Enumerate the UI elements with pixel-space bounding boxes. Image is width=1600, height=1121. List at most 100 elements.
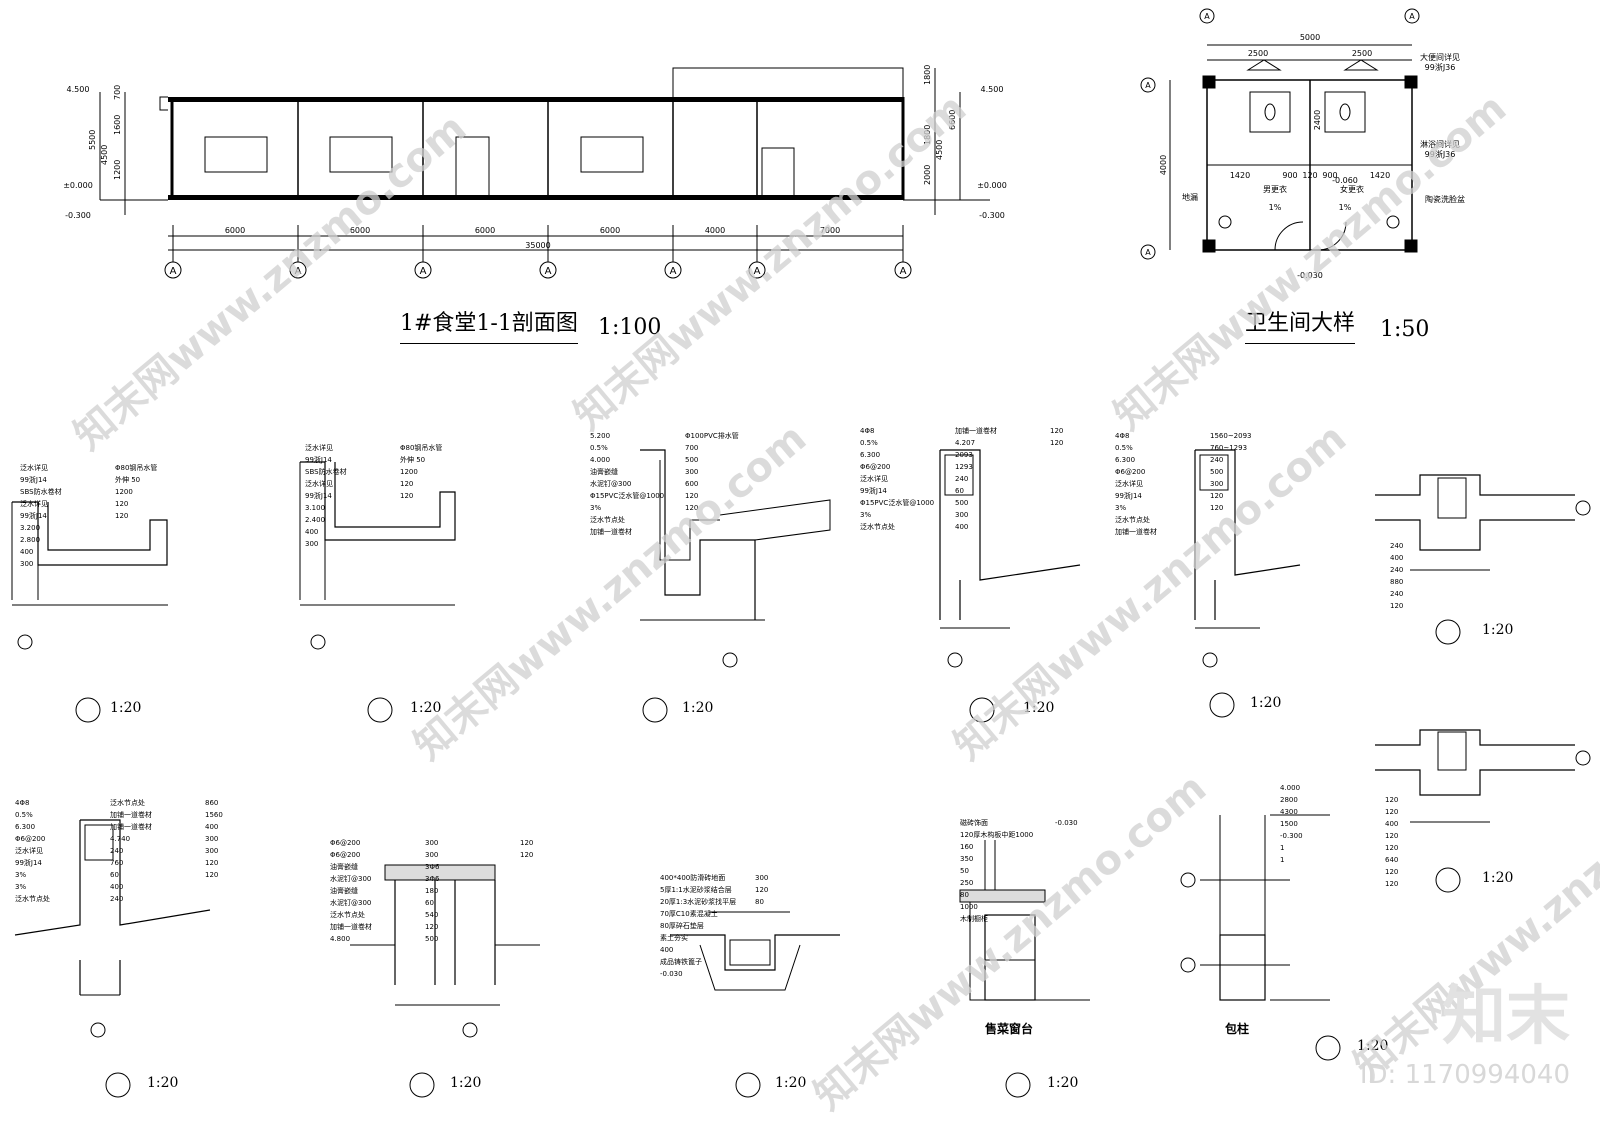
height-dim: 2000 xyxy=(923,165,932,185)
detail-annotation: -0.030 xyxy=(1055,819,1078,827)
detail-annotation: 3.100 xyxy=(305,504,325,512)
detail-scale: 1:20 xyxy=(1023,700,1055,716)
detail-annotation: Φ80钢吊水管 xyxy=(400,443,442,452)
detail-annotation: 加铺一道卷材 xyxy=(955,426,997,435)
detail-annotation: 250 xyxy=(960,879,973,887)
detail-annotation: 泛水节点处 xyxy=(15,894,50,903)
detail-annotation: 泛水详见 xyxy=(860,474,888,483)
detail-annotation: 1200 xyxy=(400,468,418,476)
detail-annotation: 4.207 xyxy=(955,439,975,447)
detail-annotation: 4Φ8 xyxy=(860,427,874,435)
detail-annotation: 4.740 xyxy=(110,835,130,843)
detail-annotation: 泛水节点处 xyxy=(1115,515,1150,524)
detail-annotation: 1293 xyxy=(955,463,973,471)
detail-annotation: 80 xyxy=(755,898,764,906)
height-dim: 700 xyxy=(113,85,122,100)
height-dim: 5500 xyxy=(88,130,97,150)
detail-annotation: 600 xyxy=(685,480,698,488)
note: 淋浴间详见 xyxy=(1420,139,1460,149)
detail-annotation: 1 xyxy=(1280,844,1284,852)
elevation-mark: 4.500 xyxy=(981,85,1004,94)
slope-mark: 1% xyxy=(1269,203,1282,212)
detail-annotation: 400 xyxy=(20,548,33,556)
detail-annotation: 880 xyxy=(1390,578,1403,586)
detail-annotation: 70厚C10素混凝土 xyxy=(660,909,718,918)
detail-annotation: 300 xyxy=(205,835,218,843)
detail-annotation: 300 xyxy=(20,560,33,568)
detail-annotation: 4Φ8 xyxy=(1115,432,1129,440)
row-dim: 1420 xyxy=(1370,171,1390,180)
note: 99浙J36 xyxy=(1425,62,1456,72)
detail-scale: 1:20 xyxy=(1482,870,1514,886)
detail-annotation: 99浙J14 xyxy=(15,858,42,867)
detail-annotation: 240 xyxy=(1390,542,1403,550)
detail-annotation: 加铺一道卷材 xyxy=(110,810,152,819)
detail-annotation: 4.000 xyxy=(1280,784,1300,792)
detail-annotation: 760~1293 xyxy=(1210,444,1247,452)
toilet-scale: 1:50 xyxy=(1380,317,1430,342)
half-dim: 2500 xyxy=(1352,49,1372,58)
detail-annotation: 油膏嵌缝 xyxy=(590,467,618,476)
height-dim: 1600 xyxy=(113,115,122,135)
detail-annotation: 泛水详见 xyxy=(20,499,48,508)
detail-annotation: 水泥钉@300 xyxy=(590,479,631,488)
axis-label: A xyxy=(1145,248,1151,257)
detail-annotation: 泛水节点处 xyxy=(110,798,145,807)
detail-annotation: 300 xyxy=(955,511,968,519)
detail-annotation: 640 xyxy=(1385,856,1398,864)
detail-annotation: 99浙J14 xyxy=(305,491,332,500)
detail-scale: 1:20 xyxy=(1482,622,1514,638)
slope-mark: 1% xyxy=(1339,203,1352,212)
detail-annotation: 60 xyxy=(110,871,119,879)
detail-annotation: 240 xyxy=(1390,566,1403,574)
detail-annotation: 2800 xyxy=(1280,796,1298,804)
detail-annotation: 300 xyxy=(205,847,218,855)
detail-annotation: 300 xyxy=(305,540,318,548)
detail-annotation: 2093 xyxy=(955,451,973,459)
detail-annotation: -0.300 xyxy=(1280,832,1303,840)
detail-annotation: 泛水节点处 xyxy=(590,515,625,524)
detail-annotation: 3% xyxy=(15,871,26,879)
detail-annotation: 5.200 xyxy=(590,432,610,440)
detail-annotation: 400*400防滑砖地面 xyxy=(660,873,725,882)
detail-annotation: 水泥钉@300 xyxy=(330,898,371,907)
detail-2 xyxy=(299,461,456,723)
detail-annotation: 400 xyxy=(1385,820,1398,828)
detail-annotation: 外伸 50 xyxy=(400,455,425,464)
detail-scale: 1:20 xyxy=(147,1075,179,1091)
detail-title: 包柱 xyxy=(1225,1022,1250,1036)
detail-annotation: 3.200 xyxy=(20,524,40,532)
detail-annotation: 3Φ6 xyxy=(425,863,440,871)
detail-annotation: 60 xyxy=(955,487,964,495)
detail-annotation: 120 xyxy=(755,886,768,894)
detail-annotation: 120 xyxy=(1385,832,1398,840)
detail-annotation: Φ6@200 xyxy=(860,463,890,471)
detail-annotation: 6.300 xyxy=(15,823,35,831)
height-dim: 4500 xyxy=(100,145,109,165)
detail-annotation: 760 xyxy=(110,859,123,867)
detail-annotation: 120 xyxy=(1385,880,1398,888)
row-dim: 120 xyxy=(1302,171,1317,180)
detail-annotation: 加铺一道卷材 xyxy=(330,922,372,931)
detail-annotation: 120 xyxy=(400,492,413,500)
axis-label: A xyxy=(545,266,552,277)
detail-annotation: Φ6@200 xyxy=(15,835,45,843)
height-dim: 1800 xyxy=(923,125,932,145)
detail-1 xyxy=(11,501,168,723)
bay-dim: 6000 xyxy=(225,226,245,235)
detail-annotation: 120 xyxy=(1210,504,1223,512)
total-dim: 5000 xyxy=(1300,33,1320,42)
room-label: 男更衣 xyxy=(1263,184,1287,194)
elevation-mark: -0.300 xyxy=(979,211,1005,220)
toilet-title: 卫生间大样 xyxy=(1245,305,1356,344)
detail-annotation: 4300 xyxy=(1280,808,1298,816)
note: 99浙J36 xyxy=(1425,149,1456,159)
detail-9 xyxy=(670,911,840,1098)
detail-annotation: 60 xyxy=(425,899,434,907)
detail-6 xyxy=(1375,474,1591,645)
detail-title: 售菜窗台 xyxy=(985,1022,1034,1036)
detail-annotation: 4.000 xyxy=(590,456,610,464)
detail-annotation: 3% xyxy=(860,511,871,519)
detail-annotation: 120厚木构板中距1000 xyxy=(960,830,1033,839)
